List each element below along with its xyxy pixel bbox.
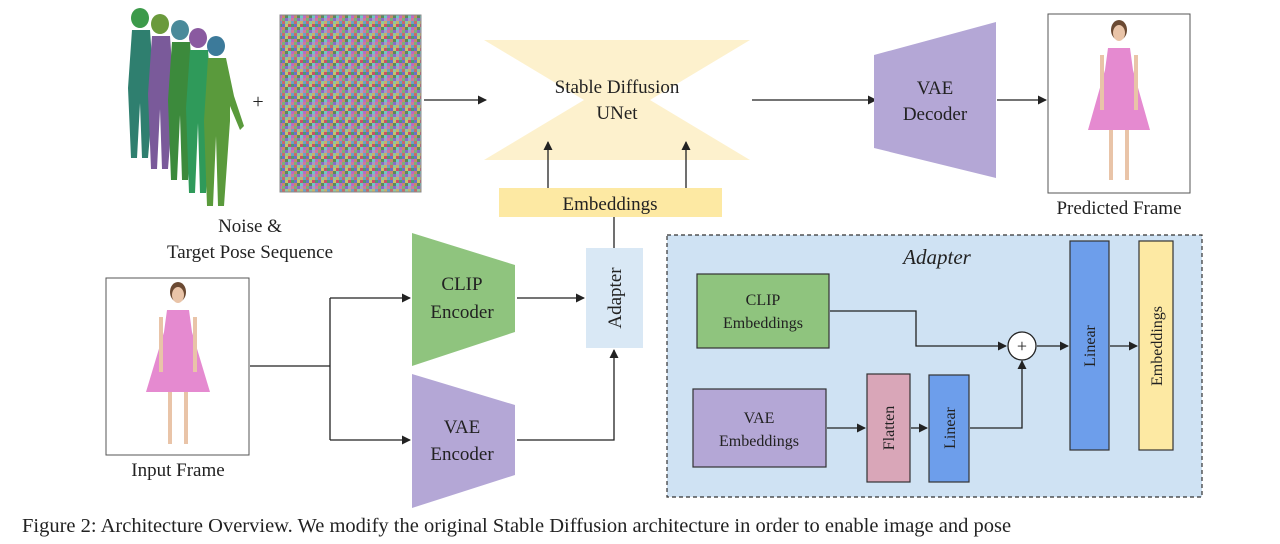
sum-node — [1007, 331, 1037, 361]
noise-label-line2: Target Pose Sequence — [167, 242, 333, 263]
predicted-frame-label: Predicted Frame — [1056, 198, 1181, 219]
unet-block — [484, 40, 750, 160]
clip-embeddings-block — [696, 273, 830, 349]
adapter-panel-title: Adapter — [901, 245, 971, 269]
sum-symbol: + — [1017, 336, 1027, 356]
vae-decoder-label-line2: Decoder — [903, 104, 968, 125]
figure-caption: Figure 2: Architecture Overview. We modi… — [22, 515, 1011, 537]
vae-decoder-label-line1: VAE — [917, 78, 954, 99]
unet-label-line1: Stable Diffusion — [555, 77, 680, 98]
linear-small-label: Linear — [942, 406, 959, 448]
clip-encoder-block — [412, 233, 515, 366]
vae-embeddings-label-line1: VAE — [744, 410, 775, 427]
unet-label-line2: UNet — [596, 103, 638, 124]
adapter-block — [586, 248, 643, 348]
vae-embeddings-label-line2: Embeddings — [719, 433, 799, 450]
clip-encoder-label-line2: Encoder — [430, 302, 494, 323]
vae-encoder-label-line2: Encoder — [430, 444, 494, 465]
noise-label-line1: Noise & — [218, 216, 282, 237]
pose-sequence-figures — [128, 8, 244, 206]
vae-decoder-block — [874, 22, 996, 178]
clip-encoder-label-line1: CLIP — [441, 274, 482, 295]
vae-encoder-block — [412, 374, 515, 508]
linear-small-block — [928, 374, 970, 483]
vae-encoder-label-line1: VAE — [444, 417, 481, 438]
plus-sign: + — [252, 91, 263, 113]
clip-embeddings-label-line2: Embeddings — [723, 315, 803, 332]
embeddings-output-label: Embeddings — [1149, 306, 1166, 386]
input-person-figure — [146, 282, 210, 444]
adapter-label: Adapter — [605, 267, 626, 329]
embeddings-bar-label: Embeddings — [563, 194, 658, 215]
linear-big-block — [1069, 240, 1110, 451]
arrow-vae-encoder-to-adapter — [517, 349, 619, 441]
arrow-clip-emb-to-sum — [830, 310, 1007, 351]
noise-image — [279, 14, 422, 193]
predicted-person-figure — [1088, 20, 1150, 180]
flatten-block — [866, 373, 911, 483]
embeddings-output-block — [1138, 240, 1174, 451]
input-frame-label: Input Frame — [131, 460, 224, 481]
linear-big-label: Linear — [1082, 324, 1099, 366]
flatten-label: Flatten — [881, 406, 898, 450]
clip-embeddings-label-line1: CLIP — [746, 292, 781, 309]
embeddings-bar — [499, 188, 722, 217]
arrow-linear-to-sum — [970, 360, 1027, 429]
vae-embeddings-block — [692, 388, 827, 468]
